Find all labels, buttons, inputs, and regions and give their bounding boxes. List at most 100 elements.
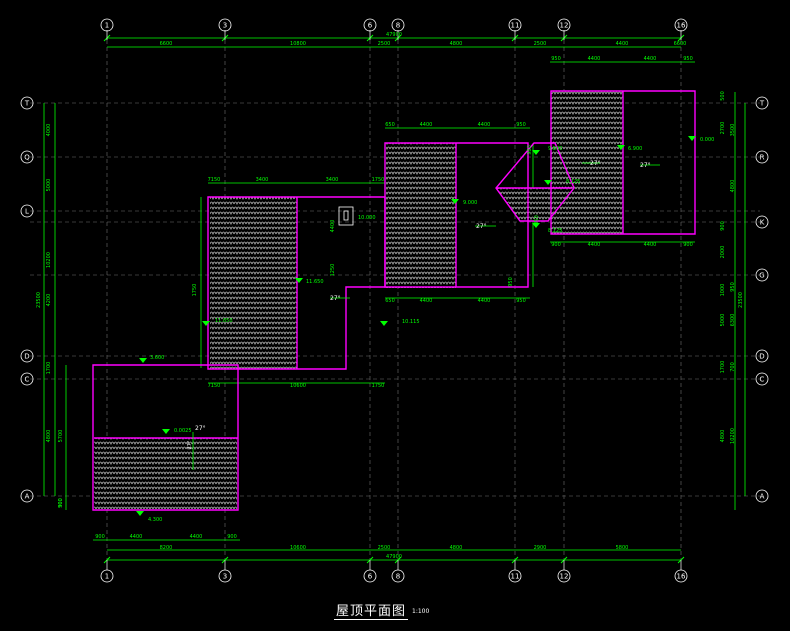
dimension-label: 1750 [372, 177, 385, 183]
axis-left-label: L [25, 208, 29, 216]
dimension-label: 900 [227, 534, 237, 540]
axis-top-label: 12 [560, 22, 569, 30]
roof-outline [384, 142, 529, 288]
dimension-label: 4400 [420, 298, 433, 304]
dimension-label: 4400 [478, 122, 491, 128]
dimension-overall: 47900 [386, 32, 402, 38]
axis-top-bubble [508, 18, 522, 32]
dimension-overall: 47900 [386, 554, 402, 560]
axis-right-bubble [755, 372, 769, 386]
dimension-label: 4800 [450, 545, 463, 551]
dimension-label: 900 [58, 498, 64, 508]
dimension-label: 6600 [674, 41, 687, 47]
axis-top-bubble [557, 18, 571, 32]
dimension-label: 8200 [160, 545, 173, 551]
dimension-label: 2900 [534, 545, 547, 551]
dimension-label: 2500 [378, 545, 391, 551]
elevation-label: 10.115 [402, 319, 420, 325]
axis-lines [106, 30, 682, 570]
dimension-label: 500 [720, 91, 726, 101]
dimension-label: 650 [385, 298, 395, 304]
dimension-label: 23500 [738, 292, 744, 308]
dimension-label: 4800 [450, 41, 463, 47]
axis-right-label: K [760, 219, 765, 227]
axis-top-label: 6 [368, 22, 373, 30]
axis-bottom-label: 11 [511, 573, 520, 581]
elevation-label: 6.900 [628, 146, 642, 152]
elevation-label: 9.000 [463, 200, 477, 206]
axis-top-bubble [674, 18, 688, 32]
dimension-label: 700 [730, 362, 736, 372]
axis-left-label: Q [24, 154, 30, 162]
roof-tiles [94, 91, 623, 509]
dimension-label: 500 [58, 498, 64, 508]
roof-tile-area [551, 91, 623, 234]
elevation-label: 0.000 [700, 137, 714, 143]
axis-top-label: 3 [223, 22, 227, 30]
axis-left-label: C [25, 376, 30, 384]
dimension-label: 4400 [190, 534, 203, 540]
axis-left-bubble [20, 204, 34, 218]
dimension-label: 980 [527, 145, 533, 155]
axis-bottom-bubble [391, 569, 405, 583]
axis-left-label: T [24, 100, 30, 108]
elevation-markers [136, 136, 696, 516]
elevation-label: 10.000 [358, 215, 376, 221]
dimension-label: 950 [516, 298, 526, 304]
dimension-label: 4400 [616, 41, 629, 47]
elevation-label: 8.125 [548, 228, 562, 234]
dimension-label: 3400 [326, 177, 339, 183]
pitch-label: 27° [187, 440, 193, 449]
dimension-label: 10600 [290, 545, 306, 551]
axis-right-label: C [760, 376, 765, 384]
dimension-label: 10600 [290, 383, 306, 389]
dimension-label: 1250 [330, 264, 336, 277]
axis-top-label: 8 [396, 22, 400, 30]
dimension-label: 1700 [46, 362, 52, 375]
dimension-label: 900 [720, 221, 726, 231]
dimension-label: 2000 [720, 246, 726, 259]
axis-bottom-bubble [100, 569, 114, 583]
roof-outline [550, 90, 696, 235]
drawing-title: 屋顶平面图 [336, 604, 407, 619]
dimension-label: 10800 [290, 41, 306, 47]
axis-bottom-label: 8 [396, 573, 400, 581]
dimension-label: 900 [551, 242, 561, 248]
dimension-label: 900 [95, 534, 105, 540]
axis-bottom-label: 16 [677, 573, 686, 581]
axis-left-bubble [20, 489, 34, 503]
dimension-label: 3500 [730, 124, 736, 137]
dimension-label: 5700 [58, 430, 64, 443]
roof-outline [92, 364, 239, 511]
dimension-label: 5000 [46, 179, 52, 192]
dimension-label: 2500 [378, 41, 391, 47]
axis-left-bubble [20, 150, 34, 164]
dimension-label: 4400 [130, 534, 143, 540]
dimension-label: 4000 [46, 124, 52, 137]
axis-right-label: D [759, 353, 764, 361]
axis-left-bubble [20, 96, 34, 110]
axis-top-label: 1 [105, 22, 109, 30]
slope-label: 27° [590, 160, 601, 167]
hatch-box-inner [343, 210, 349, 221]
elevation-label: 8.125 [566, 179, 580, 185]
roof-tile-area [94, 438, 237, 509]
dimension-label: 650 [385, 122, 395, 128]
dimension-label: 1000 [720, 284, 726, 297]
dimension-label: 23500 [36, 292, 42, 308]
axis-top-bubble [391, 18, 405, 32]
elevation-label: 9.000 [548, 146, 562, 152]
dimension-label: 4200 [46, 294, 52, 307]
dimension-label: 950 [508, 277, 514, 287]
axis-bottom-label: 3 [223, 573, 227, 581]
dimension-label: 10200 [730, 428, 736, 444]
elevation-label: 4.300 [148, 517, 162, 523]
axis-top-bubble [363, 18, 377, 32]
dimension-label: 4400 [588, 242, 601, 248]
axis-bottom-label: 12 [560, 573, 569, 581]
dimension-label: 5000 [720, 314, 726, 327]
roof-tile-area [386, 143, 456, 288]
dimension-label: 4800 [730, 180, 736, 193]
